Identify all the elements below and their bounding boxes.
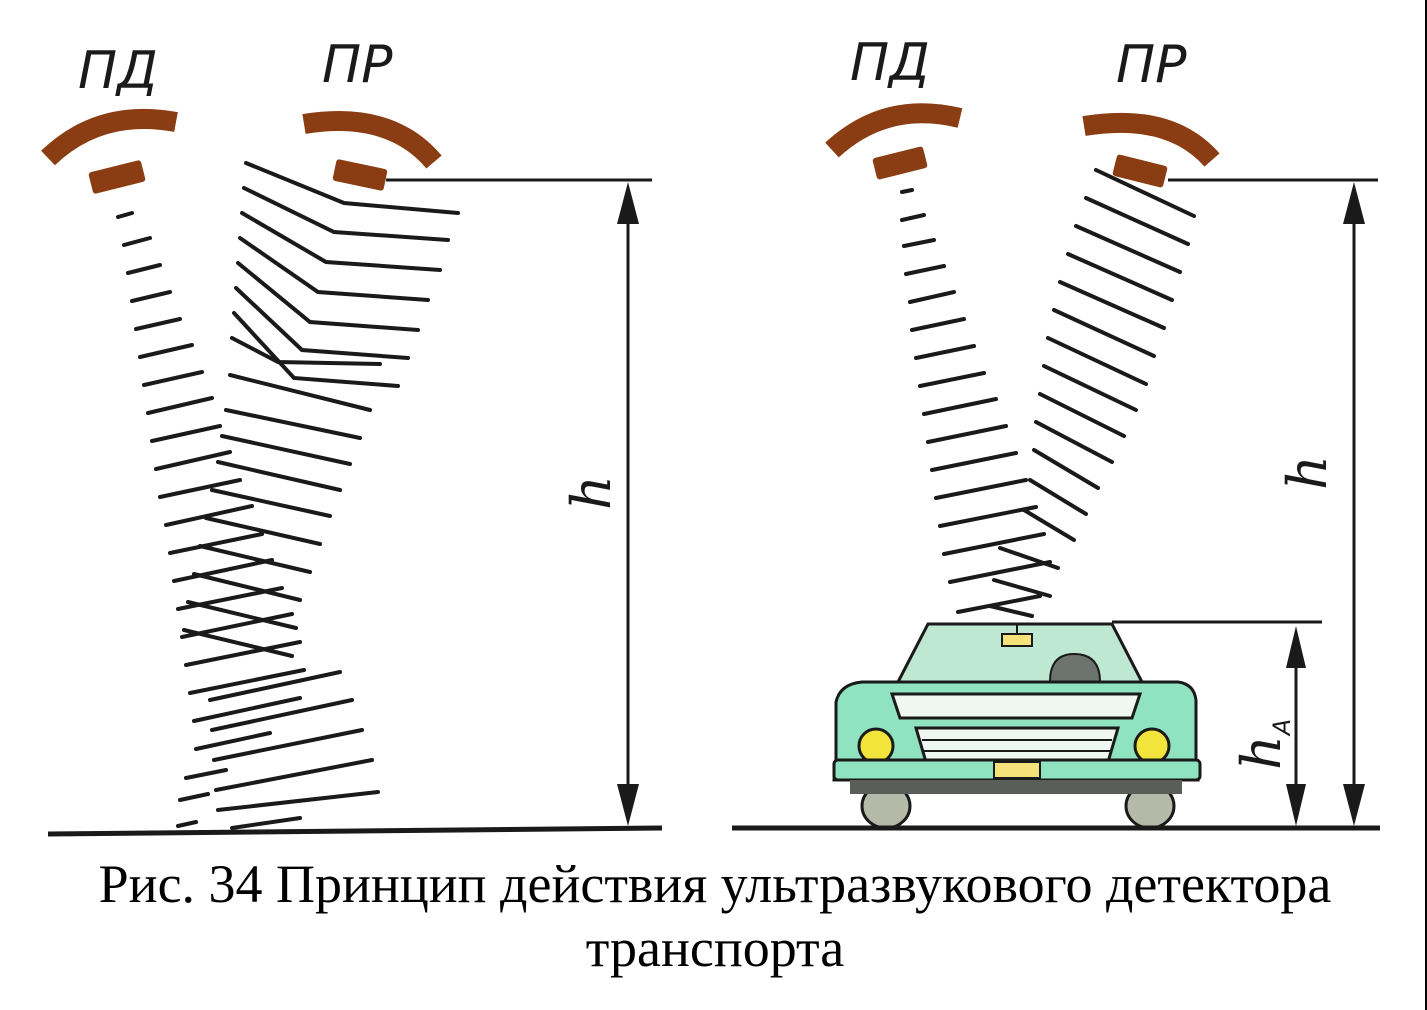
right-emitter-transducer	[872, 146, 928, 180]
left-receiver	[302, 111, 442, 191]
right-receiver-beam	[988, 168, 1196, 618]
car-right-headlight	[1133, 727, 1171, 765]
right-receiver-label: ПР	[1116, 35, 1187, 95]
left-height-arrow-bottom	[617, 784, 639, 826]
right-receiver-reflector	[1082, 112, 1220, 167]
figure-caption: Рис. 34 Принцип действия ультразвукового…	[20, 852, 1410, 980]
car-underbody	[850, 780, 1182, 794]
left-receiver-beam	[182, 161, 460, 830]
right-panel: ПД ПР	[732, 33, 1380, 831]
right-height-label: h	[1276, 455, 1339, 490]
left-receiver-reflector	[302, 111, 442, 169]
right-emitter-beam	[900, 188, 1052, 614]
left-panel: ПД ПР	[41, 35, 663, 837]
left-emitter-label: ПД	[78, 41, 158, 101]
vehicle-height-arrow-bottom	[1286, 784, 1306, 826]
left-emitter-transducer	[88, 160, 146, 194]
right-emitter	[825, 103, 963, 180]
car-upper-grille	[889, 692, 1143, 720]
left-emitter-reflector	[41, 109, 178, 166]
right-emitter-reflector	[825, 103, 963, 158]
right-receiver	[1082, 112, 1220, 188]
license-plate	[993, 761, 1041, 779]
vehicle-height-arrow-top	[1286, 626, 1306, 668]
right-receiver-transducer	[1112, 154, 1168, 188]
right-height-arrow-bottom	[1343, 784, 1365, 826]
caption-line-1: Рис. 34 Принцип действия ультразвукового…	[98, 854, 1332, 914]
car	[832, 622, 1202, 830]
car-left-headlight	[857, 727, 895, 765]
left-ground-line	[47, 825, 663, 837]
right-height-dimension	[1168, 178, 1378, 826]
car-roof-windshield	[895, 622, 1145, 684]
vehicle-height-label: hА	[1230, 719, 1296, 770]
driver-silhouette	[1048, 652, 1102, 683]
left-receiver-transducer	[332, 159, 388, 191]
caption-line-2: транспорта	[585, 918, 845, 978]
left-emitter-beam	[116, 211, 306, 828]
left-height-dimension	[386, 178, 652, 826]
left-receiver-label: ПР	[322, 35, 393, 95]
left-emitter	[41, 109, 178, 194]
left-height-arrow-top	[617, 182, 639, 224]
right-height-arrow-top	[1343, 182, 1365, 224]
left-height-label: h	[560, 475, 623, 510]
rearview-mirror	[1001, 633, 1033, 647]
right-emitter-label: ПД	[850, 33, 930, 93]
car-lower-grille	[913, 726, 1121, 764]
vehicle-height-dimension	[1112, 620, 1322, 826]
